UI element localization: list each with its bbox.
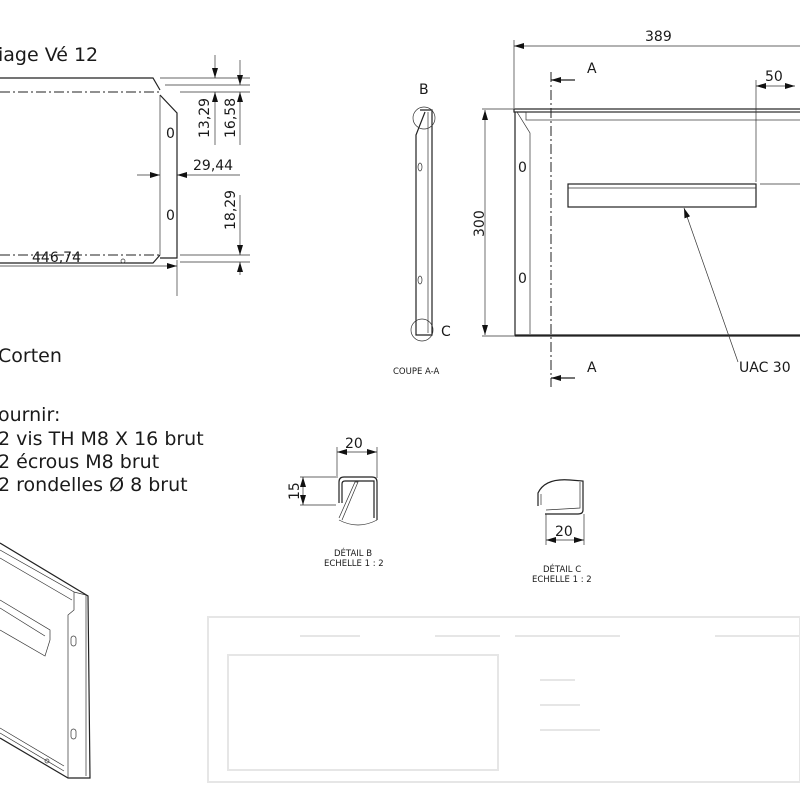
dim-length: 446,74 [32, 250, 81, 266]
faded-title-block [207, 616, 800, 783]
dim-16-58: 16,58 [223, 98, 239, 138]
drawing-title: iage Vé 12 [0, 44, 98, 66]
detail-b-marker: B [419, 82, 429, 98]
detail-c-marker: C [441, 324, 451, 340]
detail-b: 20 15 DÉTAIL B ECHELLE 1 : 2 [287, 436, 384, 569]
slot-hole: 0 [166, 126, 175, 142]
dim-width-389: 389 [645, 29, 672, 45]
supply-item: 2 rondelles Ø 8 brut [0, 474, 188, 496]
section-marker-bottom: A [587, 360, 597, 376]
dim-13-29: 13,29 [197, 98, 213, 138]
detail-c-scale: ECHELLE 1 : 2 [532, 575, 592, 585]
dim-18-29: 18,29 [223, 190, 239, 230]
detail-b-height-dim: 15 [287, 482, 303, 500]
flat-pattern-view: 0 0 13,29 16,58 29,44 18,29 446,74 [0, 55, 250, 296]
detail-c-width-dim: 20 [555, 524, 573, 540]
isometric-view [0, 542, 91, 779]
slot-hole: 0 [518, 271, 527, 287]
detail-b-width-dim: 20 [345, 436, 363, 452]
detail-b-scale: ECHELLE 1 : 2 [324, 559, 384, 569]
section-a-a-view: B C COUPE A-A 300 [393, 82, 515, 377]
detail-c-title: DÉTAIL C [543, 563, 581, 575]
supply-item: 2 écrous M8 brut [0, 451, 159, 473]
slot-hole: 0 [166, 208, 175, 224]
supply-heading: ournir: [0, 404, 60, 426]
rail-callout: UAC 30 [739, 360, 791, 376]
supply-item: 2 vis TH M8 X 16 brut [0, 428, 204, 450]
dim-offset-50: 50 [765, 69, 783, 85]
dim-height-300: 300 [472, 210, 488, 237]
dim-29-44: 29,44 [193, 158, 233, 174]
front-view: 0 0 A A 389 50 UAC 30 [513, 29, 800, 387]
material-note: Corten [0, 345, 62, 367]
section-label: COUPE A-A [393, 367, 440, 377]
detail-b-title: DÉTAIL B [334, 547, 372, 559]
detail-c: 20 DÉTAIL C ECHELLE 1 : 2 [532, 479, 592, 585]
section-marker-top: A [587, 61, 597, 77]
slot-hole: 0 [518, 160, 527, 176]
